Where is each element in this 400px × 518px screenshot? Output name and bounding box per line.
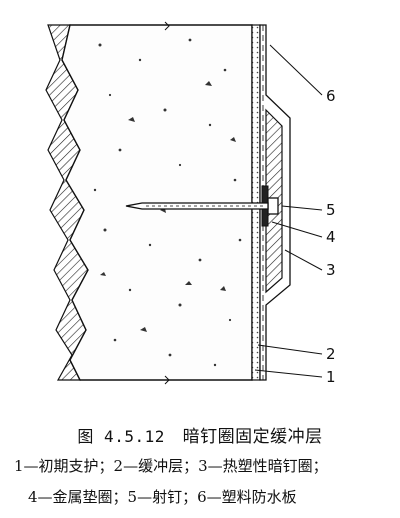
figure-title-text: 暗钉圈固定缓冲层 [182, 427, 323, 447]
nail-head [267, 197, 279, 215]
label-5: 5 [326, 201, 336, 219]
label-1: 1 [326, 368, 336, 386]
fixing-detail-diagram: 6 5 4 3 2 1 [45, 21, 336, 386]
legend-line-2: 4—金属垫圈；5—射钉；6—塑料防水板 [28, 488, 297, 506]
break-mark-top [164, 21, 170, 31]
concrete-aggregate [93, 38, 242, 367]
label-2: 2 [326, 345, 336, 363]
figure-number: 图 4.5.12 [77, 427, 165, 446]
label-4: 4 [326, 228, 336, 246]
figure-title: 图 4.5.12 暗钉圈固定缓冲层 [0, 422, 400, 447]
legend-line-1: 1—初期支护；2—缓冲层；3—热塑性暗钉圈； [14, 457, 328, 475]
label-3: 3 [326, 261, 336, 279]
label-6: 6 [326, 87, 336, 105]
leader-lines [254, 44, 323, 378]
break-mark-bottom [164, 375, 170, 385]
